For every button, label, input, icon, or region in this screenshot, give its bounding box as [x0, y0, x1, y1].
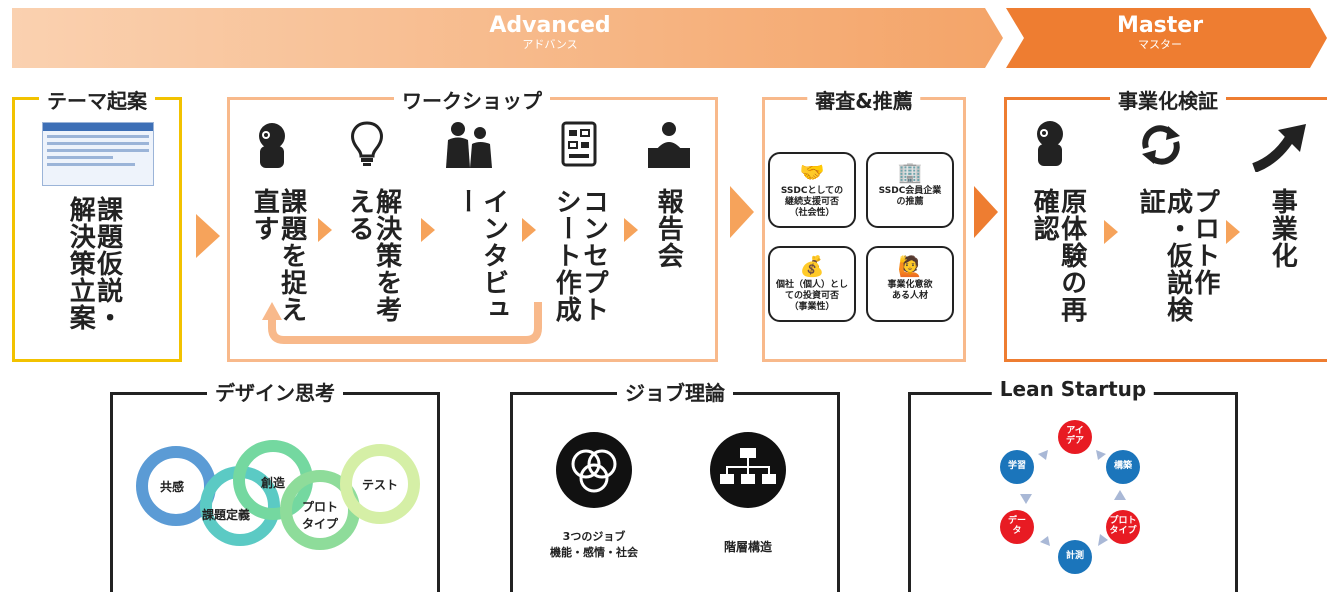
review-card: 🙋 事業化意欲 ある人材	[866, 246, 954, 322]
workshop-step: インタビュー	[451, 188, 509, 323]
validation-title: 事業化検証	[1110, 85, 1226, 114]
hierarchy-icon	[710, 432, 786, 508]
loop-back-arrow	[262, 302, 542, 344]
workshop-title: ワークショップ	[394, 85, 550, 114]
theme-text: 課題仮説・解決策立案	[65, 196, 123, 331]
workshop-step: コンセプトシート作成	[551, 188, 609, 323]
lean-node: 計測	[1058, 540, 1092, 574]
workshop-step: 解決策を考える	[344, 188, 402, 323]
building-icon: 🏢	[897, 160, 923, 184]
document-thumbnail	[42, 122, 154, 186]
review-card: 🤝 SSDCとしての 継続支援可否 （社会性）	[768, 152, 856, 228]
advanced-title: Advanced	[489, 13, 611, 38]
stage-label: 共感	[159, 480, 184, 494]
advanced-subtitle: アドバンス	[522, 38, 578, 51]
arrow-icon	[522, 218, 536, 242]
interview-people-icon	[446, 122, 492, 168]
stage-ring	[340, 444, 420, 524]
lean-node: プロト タイプ	[1106, 510, 1140, 544]
lean-node: 構築	[1106, 450, 1140, 484]
review-box	[762, 97, 966, 362]
advanced-banner	[12, 8, 1003, 68]
master-subtitle: マスター	[1138, 38, 1182, 51]
validation-step: プロト作成・仮説検証	[1135, 188, 1220, 323]
design-thinking-title: デザイン思考	[207, 377, 343, 406]
arrow-icon	[1226, 220, 1240, 244]
validation-step: 原体験の再確認	[1029, 188, 1087, 323]
jobs-title: ジョブ理論	[617, 377, 733, 406]
person-raising-hand-icon: 🙋	[897, 254, 923, 278]
arrow-icon	[730, 186, 754, 238]
design-thinking-diagram	[136, 440, 420, 550]
three-jobs-venn-icon	[556, 432, 632, 508]
handshake-icon: 🤝	[799, 160, 825, 184]
arrow-icon	[196, 214, 220, 258]
review-card: 💰 個社（個人）とし ての投資可否 （事業性）	[768, 246, 856, 322]
lean-node: アイ デア	[1058, 420, 1092, 454]
arrow-icon	[624, 218, 638, 242]
growth-arrow-icon	[1252, 124, 1306, 172]
master-title: Master	[1116, 13, 1204, 38]
workshop-step: 課題を捉え直す	[249, 188, 307, 323]
advanced-label: Advanced アドバンス	[400, 14, 700, 52]
stage-label: 創造	[260, 476, 285, 490]
workshop-step: 報告会	[653, 188, 684, 269]
master-banner	[1006, 8, 1327, 68]
lightbulb-icon	[351, 121, 383, 166]
jobs-item: 3つのジョブ 機能・感情・社会	[550, 530, 638, 559]
master-label: Master マスター	[1090, 14, 1230, 52]
stage-label: プロト タイプ	[301, 500, 338, 531]
lean-node: 学習	[1000, 450, 1034, 484]
stage-label: 課題定義	[201, 508, 250, 522]
stage-label: テスト	[361, 478, 398, 492]
lean-startup-title: Lean Startup	[991, 377, 1155, 401]
arrow-icon	[318, 218, 332, 242]
thinking-person-icon	[1037, 121, 1063, 166]
cycle-arrows-icon	[1142, 125, 1180, 165]
arrow-icon	[421, 218, 435, 242]
banner	[12, 8, 1327, 68]
thinking-person-icon	[259, 123, 285, 168]
concept-sheet-icon	[561, 121, 597, 167]
presenter-podium-icon	[648, 122, 690, 168]
lean-node: デー タ	[1000, 510, 1034, 544]
jobs-item: 階層構造	[723, 540, 772, 554]
arrow-icon	[1104, 220, 1118, 244]
lean-cycle-arrows	[1020, 450, 1126, 546]
theme-title: テーマ起案	[39, 85, 155, 114]
review-title: 審査&推薦	[807, 85, 921, 114]
arrow-icon	[974, 186, 998, 238]
money-bag-icon: 💰	[799, 254, 825, 278]
validation-step: 事業化	[1267, 188, 1298, 269]
review-card: 🏢 SSDC会員企業 の推薦	[866, 152, 954, 228]
